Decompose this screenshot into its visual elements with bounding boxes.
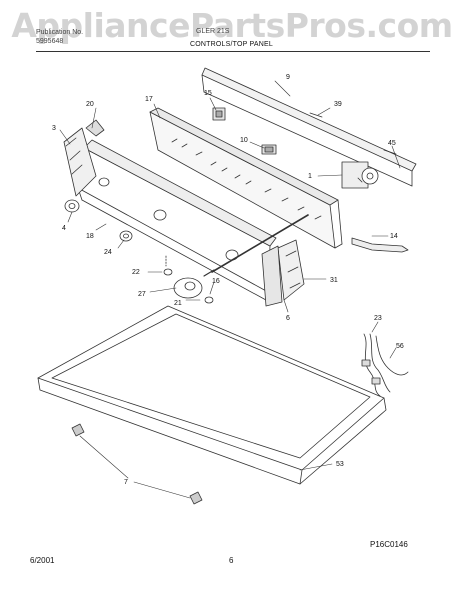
screws — [309, 112, 397, 155]
knobs — [64, 199, 214, 304]
callout-7: 7 — [124, 479, 128, 486]
callout-16: 16 — [212, 278, 220, 285]
watermark: AppliancePartsPros.com — [11, 6, 453, 45]
callout-45: 45 — [388, 140, 396, 147]
header-brand: Publication No. 5995648 — [36, 28, 83, 46]
callout-27: 27 — [138, 291, 146, 298]
callout-labels: 9 17 20 3 15 10 39 45 1 4 18 24 22 27 21… — [52, 74, 404, 486]
footer-page-number: 6 — [229, 556, 234, 565]
callout-20: 20 — [86, 101, 94, 108]
callout-21: 21 — [174, 300, 182, 307]
callout-14: 14 — [390, 233, 398, 240]
callout-4: 4 — [62, 225, 66, 232]
callout-6: 6 — [286, 315, 290, 322]
callout-1: 1 — [308, 173, 312, 180]
top-panel — [37, 305, 387, 485]
callout-3: 3 — [52, 125, 56, 132]
left-end-cap — [63, 119, 105, 197]
callout-18: 18 — [86, 233, 94, 240]
footer-date: 6/2001 — [30, 556, 55, 565]
callout-9: 9 — [286, 74, 290, 81]
right-end-cap — [261, 239, 305, 307]
front-control-panel — [77, 139, 277, 301]
callout-23: 23 — [374, 315, 382, 322]
switches — [212, 107, 277, 155]
header-model: GLER 21S — [196, 28, 230, 35]
control-shaft — [203, 214, 309, 277]
header-brand-line-1: Publication No. — [36, 29, 84, 36]
callout-53: 53 — [336, 461, 344, 468]
callout-22: 22 — [132, 269, 140, 276]
header-divider — [36, 51, 430, 52]
callout-15: 15 — [204, 90, 212, 97]
callout-39: 39 — [334, 101, 342, 108]
leader-lines — [59, 80, 401, 499]
rear-panel — [201, 67, 417, 187]
header-brand-line-2: 5995648 — [36, 38, 64, 45]
section-title: CONTROLS/TOP PANEL — [190, 41, 273, 48]
hinge-clips — [71, 423, 203, 505]
callout-31: 31 — [330, 277, 338, 284]
control-console — [149, 107, 343, 249]
callout-17: 17 — [145, 96, 153, 103]
callout-10: 10 — [240, 137, 248, 144]
harness-strap — [351, 237, 409, 253]
wire-harness — [361, 333, 409, 397]
callout-24: 24 — [104, 249, 112, 256]
timer — [341, 161, 379, 189]
figure-code: P16C0146 — [370, 540, 408, 549]
callout-56: 56 — [396, 343, 404, 350]
